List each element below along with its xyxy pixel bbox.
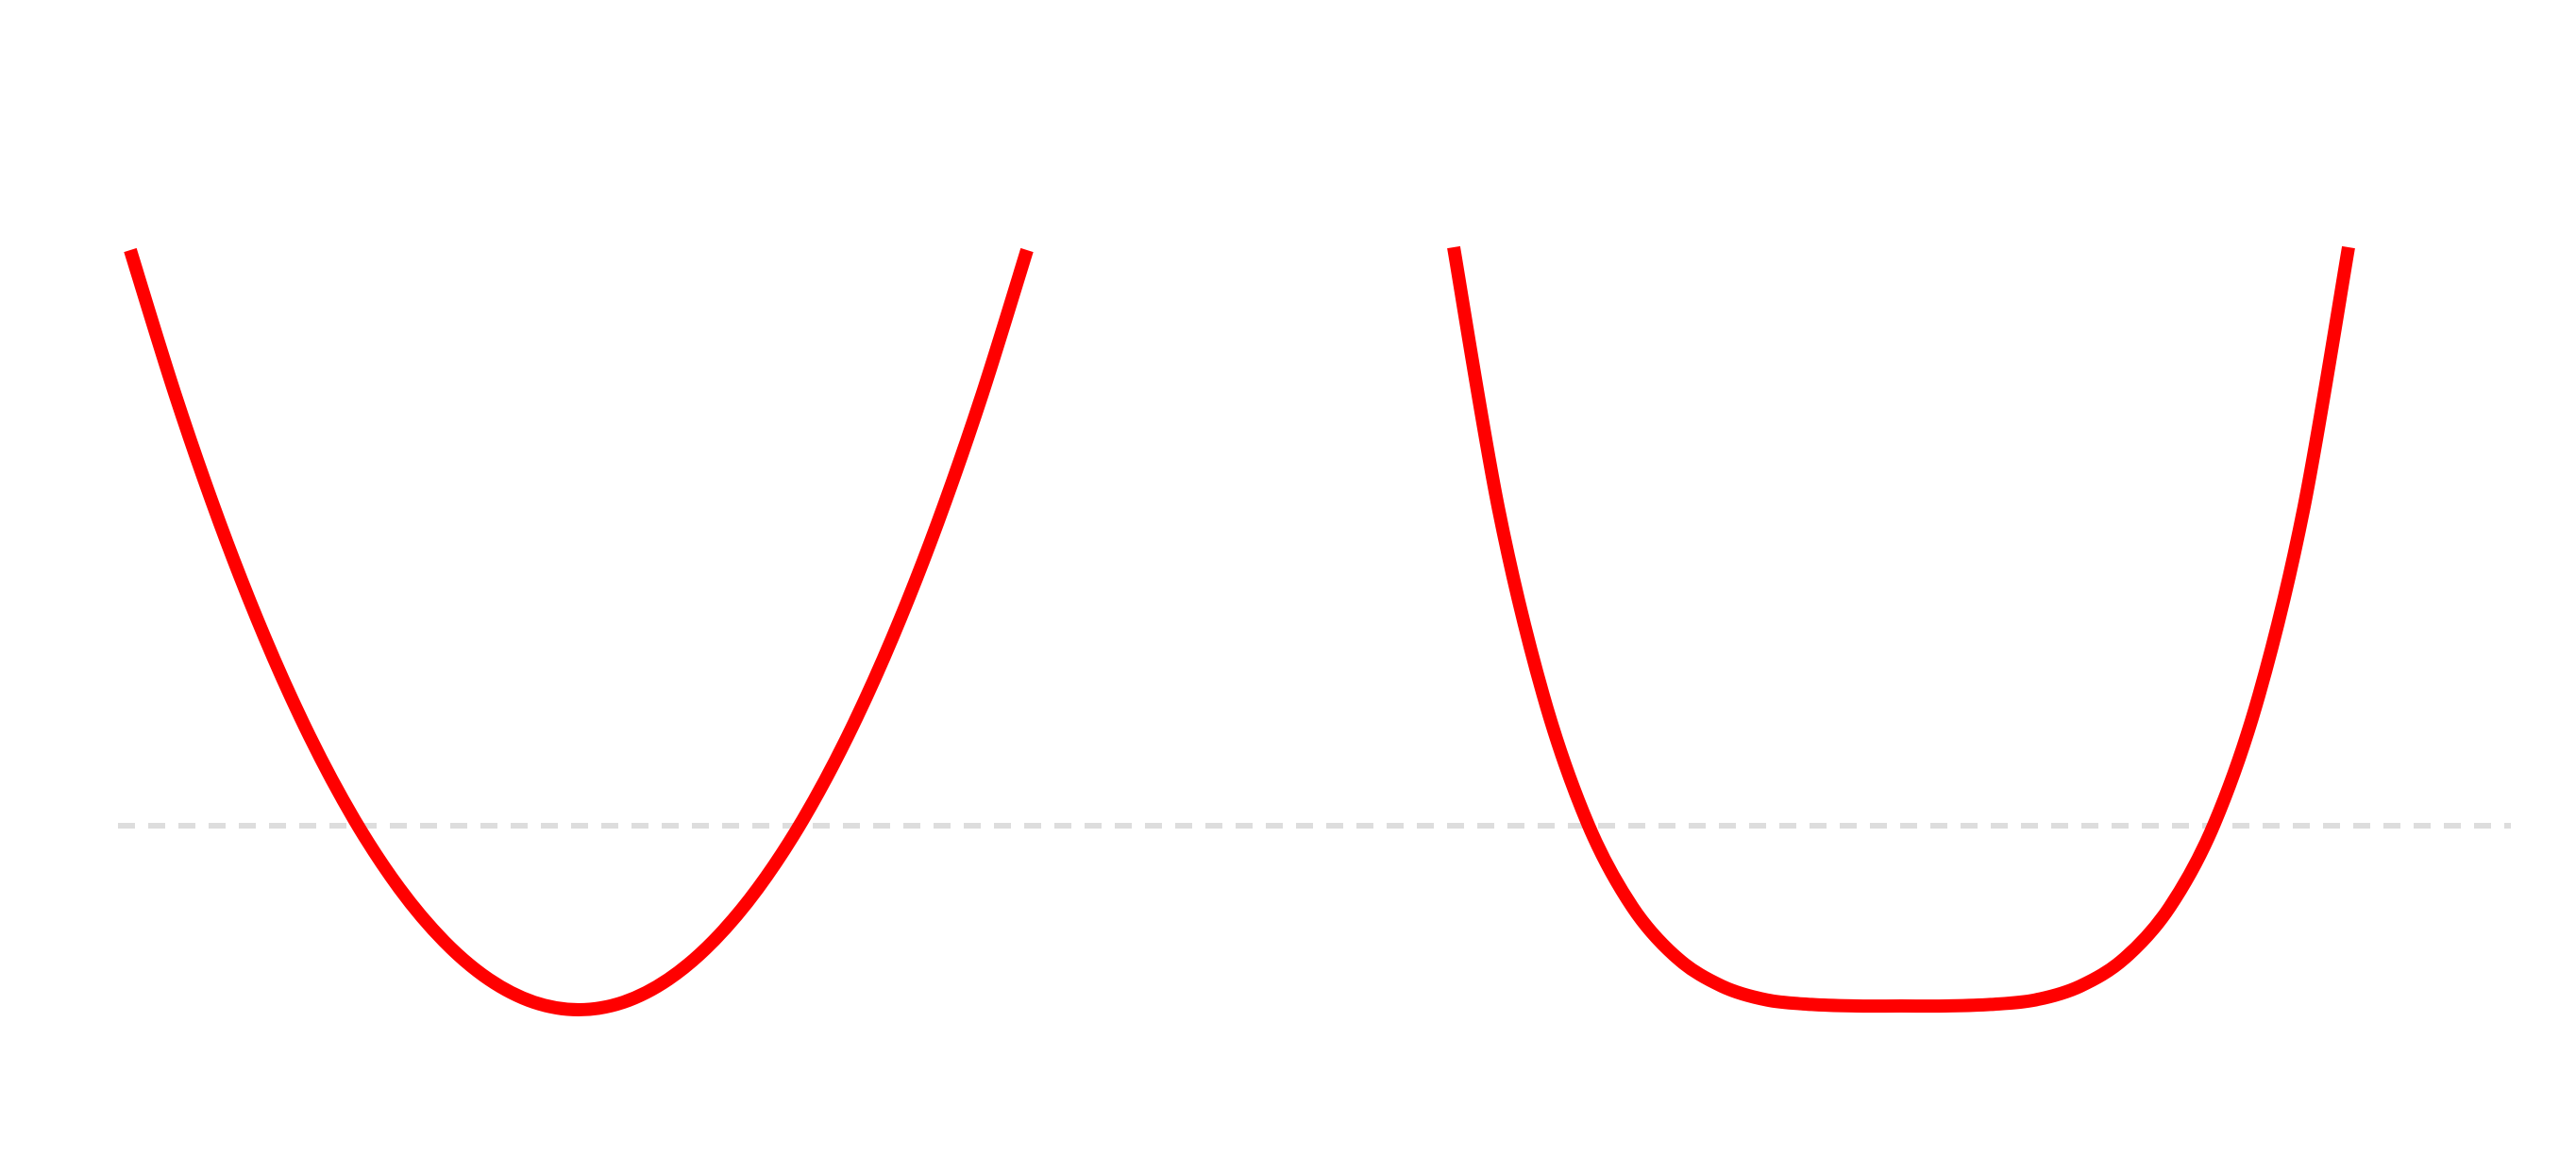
- series-line-panel-0-0: [124, 247, 1034, 1016]
- chart-panel-right: [1447, 245, 2355, 1014]
- series-line-panel-1-0: [1447, 245, 2355, 1014]
- chart-panel-left: [124, 247, 1034, 1016]
